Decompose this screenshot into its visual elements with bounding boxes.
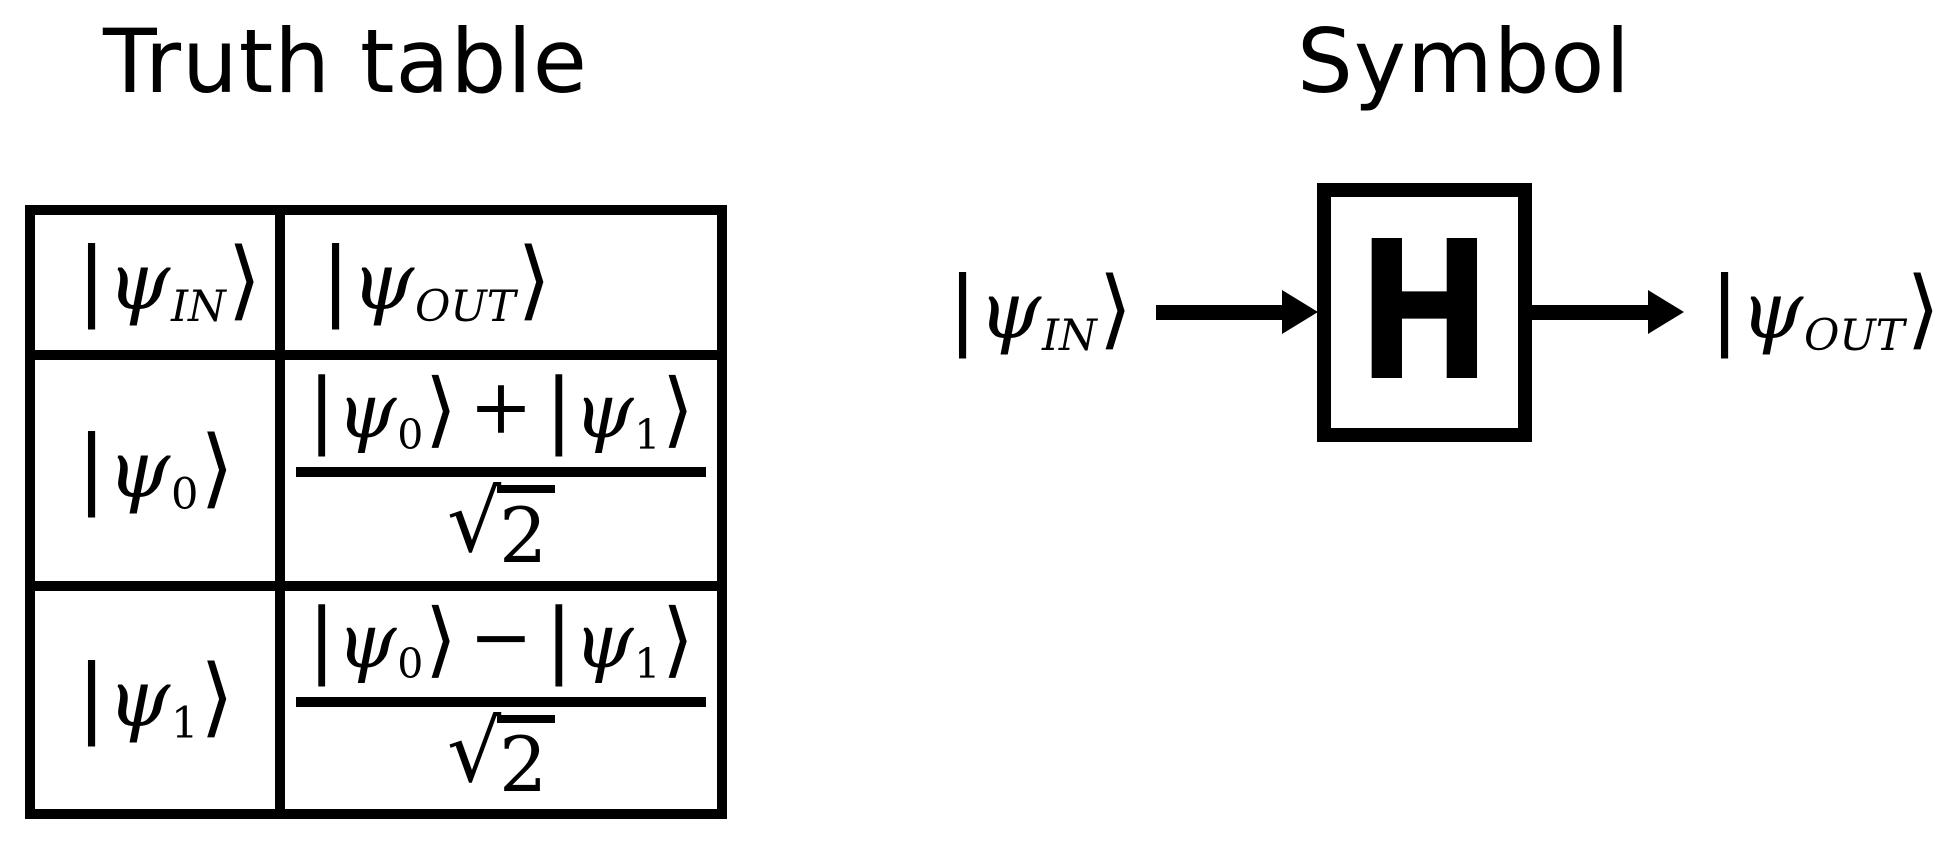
sqrt-2: √2 xyxy=(447,480,555,574)
hadamard-gate-box: H xyxy=(1317,183,1532,442)
input-cell-psi1: |ψ1⟩ xyxy=(25,581,285,819)
arrow-head xyxy=(1648,290,1684,334)
fraction-minus: |ψ0⟩ − |ψ1⟩ √2 xyxy=(295,591,707,804)
truth-table-row-psi1: |ψ1⟩ |ψ0⟩ − |ψ1⟩ √2 xyxy=(25,581,727,819)
ket-psi0: |ψ0⟩ xyxy=(307,362,457,459)
sqrt-2: √2 xyxy=(447,709,555,804)
truth-table-header-row: |ψIN⟩ |ψOUT⟩ xyxy=(25,205,727,360)
minus-operator: − xyxy=(469,591,533,681)
fraction-denominator: √2 xyxy=(447,709,555,804)
truth-table-title: Truth table xyxy=(103,10,588,113)
ket-psi-out: |ψOUT⟩ xyxy=(321,229,552,332)
symbol-title: Symbol xyxy=(1297,10,1631,113)
output-arrow-icon xyxy=(1532,290,1684,334)
arrow-shaft xyxy=(1532,304,1648,320)
ket-psi1: |ψ1⟩ xyxy=(545,591,695,689)
ket-psi1: |ψ1⟩ xyxy=(77,647,234,750)
ket-psi0: |ψ0⟩ xyxy=(77,417,234,520)
output-cell-psi0: |ψ0⟩ + |ψ1⟩ √2 xyxy=(275,350,727,591)
input-arrow-icon xyxy=(1156,290,1318,334)
ket-psi-in: |ψIN⟩ xyxy=(77,229,262,332)
fraction-denominator: √2 xyxy=(447,480,555,574)
ket-psi-out: |ψOUT⟩ xyxy=(1710,259,1941,362)
arrow-shaft xyxy=(1156,304,1282,320)
ket-psi1: |ψ1⟩ xyxy=(545,362,695,459)
hadamard-gate-label: H xyxy=(1357,200,1492,424)
fraction-numerator: |ψ0⟩ + |ψ1⟩ xyxy=(295,362,707,478)
ket-psi-in: |ψIN⟩ xyxy=(948,259,1133,362)
header-cell-psi-in: |ψIN⟩ xyxy=(25,205,285,360)
input-cell-psi0: |ψ0⟩ xyxy=(25,350,285,591)
truth-table: |ψIN⟩ |ψOUT⟩ |ψ0⟩ |ψ0⟩ + |ψ1⟩ √2 xyxy=(25,205,727,819)
ket-psi0: |ψ0⟩ xyxy=(307,591,457,689)
output-cell-psi1: |ψ0⟩ − |ψ1⟩ √2 xyxy=(275,581,727,819)
truth-table-row-psi0: |ψ0⟩ |ψ0⟩ + |ψ1⟩ √2 xyxy=(25,350,727,591)
header-cell-psi-out: |ψOUT⟩ xyxy=(275,205,727,360)
plus-operator: + xyxy=(469,362,533,452)
fraction-plus: |ψ0⟩ + |ψ1⟩ √2 xyxy=(295,362,707,574)
arrow-head xyxy=(1282,290,1318,334)
radical-icon: √ xyxy=(447,472,502,572)
output-state-label: |ψOUT⟩ xyxy=(1710,247,1940,377)
input-state-label: |ψIN⟩ xyxy=(948,247,1132,377)
radical-icon: √ xyxy=(447,702,502,802)
fraction-numerator: |ψ0⟩ − |ψ1⟩ xyxy=(295,591,707,707)
